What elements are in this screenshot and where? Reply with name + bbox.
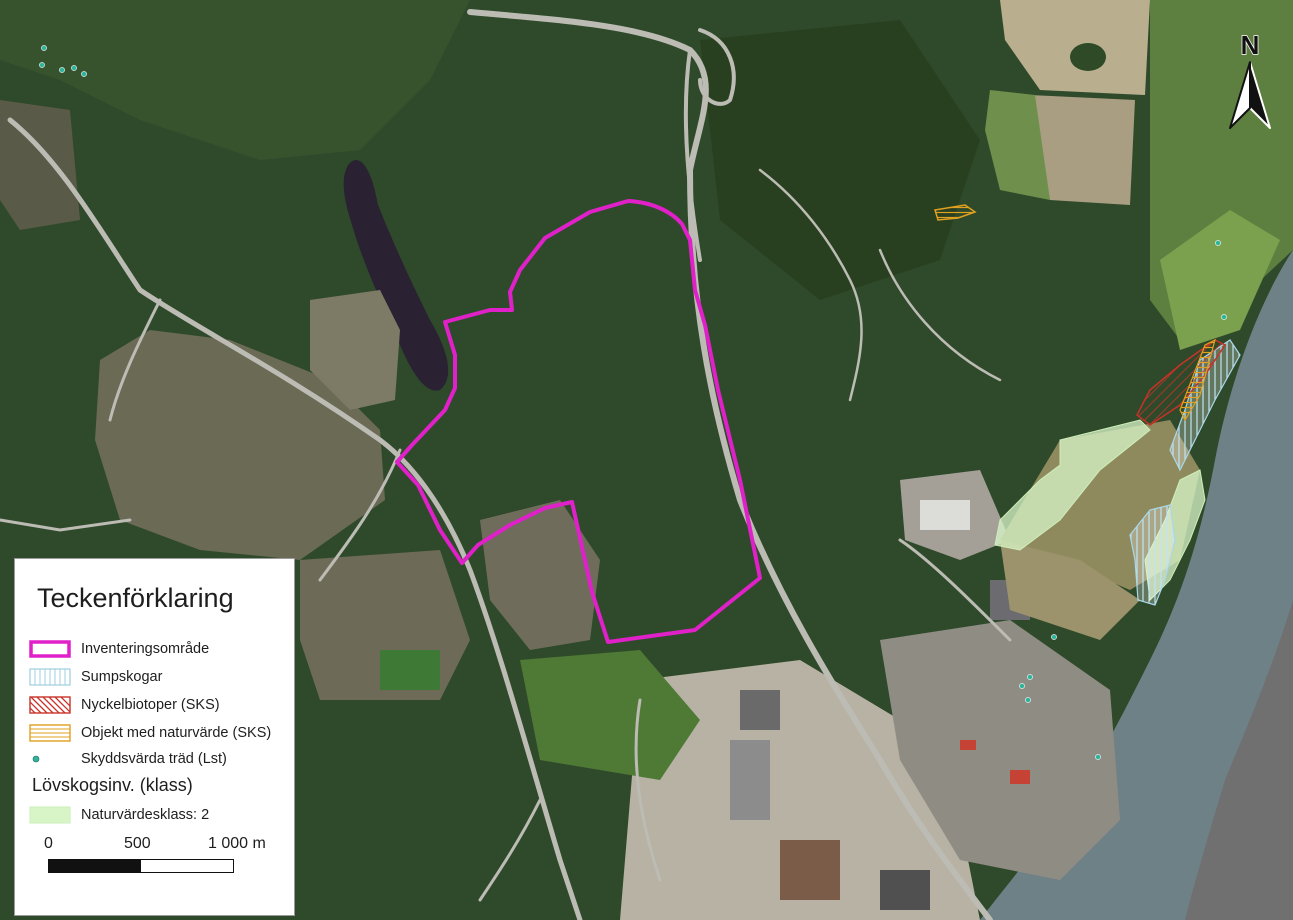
swamp-forest-area: [1129, 504, 1176, 606]
protected-tree-point: [1095, 754, 1101, 760]
residential-area: [480, 500, 600, 650]
legend-label: Sumpskogar: [81, 669, 163, 685]
natural-value-object-area: [1179, 338, 1216, 422]
protected-tree-point: [71, 65, 77, 71]
study-area-outline: [395, 199, 762, 644]
scale-label-500: 500: [124, 835, 151, 852]
scale-bar-segment-filled: [49, 860, 141, 872]
deciduous-class-2-swatch: [29, 806, 71, 824]
legend-label: Skyddsvärda träd (Lst): [81, 751, 227, 767]
field-area: [1160, 210, 1280, 350]
protected-tree-point: [59, 67, 65, 73]
scale-labels: 0 500 1 000 m: [15, 835, 296, 855]
legend-item-natural-value-object: Objekt med naturvärde (SKS): [29, 723, 271, 743]
field-area: [1000, 540, 1140, 640]
protected-tree-point: [1027, 674, 1033, 680]
protected-tree-point: [1215, 240, 1221, 246]
protected-tree-point: [39, 62, 45, 68]
legend-item-study-area: Inventeringsområde: [29, 639, 209, 659]
protected-trees: [39, 45, 1227, 760]
north-arrow-icon: [1229, 61, 1271, 129]
river: [980, 250, 1293, 920]
scale-label-0: 0: [44, 835, 53, 852]
forest-area: [0, 0, 470, 160]
river-shore: [1185, 600, 1293, 920]
legend-item-protected-trees: Skyddsvärda träd (Lst): [29, 749, 227, 769]
protected-tree-point: [1221, 314, 1227, 320]
study-area-swatch: [29, 640, 71, 658]
legend-label: Objekt med naturvärde (SKS): [81, 725, 272, 741]
north-arrow: N: [1224, 29, 1276, 132]
industrial-area: [880, 620, 1120, 880]
legend-label: Inventeringsområde: [81, 641, 210, 657]
residential-area: [0, 100, 80, 230]
industrial-area: [620, 660, 980, 920]
legend-label: Nyckelbiotoper (SKS): [81, 697, 220, 713]
field-area: [985, 90, 1050, 200]
legend-item-deciduous-class-2: Naturvärdesklass: 2: [29, 805, 209, 825]
deciduous-forest-class-2-area: [994, 419, 1151, 551]
legend-item-key-habitat: Nyckelbiotoper (SKS): [29, 695, 220, 715]
key-habitat-swatch: [29, 696, 71, 714]
legend-label: Naturvärdesklass: 2: [81, 807, 210, 823]
lake: [343, 159, 449, 391]
protected-tree-swatch: [29, 750, 71, 768]
legend-item-swamp-forest: Sumpskogar: [29, 667, 162, 687]
residential-area: [95, 330, 385, 560]
residential-area: [310, 290, 400, 410]
protected-tree-point: [1019, 683, 1025, 689]
protected-tree-point: [41, 45, 47, 51]
road-network: [0, 9, 1012, 920]
swamp-forest-area: [1169, 339, 1241, 472]
natural-value-object-area: [934, 204, 977, 221]
north-letter: N: [1240, 29, 1260, 61]
forest-area: [700, 20, 980, 300]
scale-label-1000: 1 000 m: [208, 835, 266, 852]
protected-tree-point: [81, 71, 87, 77]
natural-value-object-swatch: [29, 724, 71, 742]
legend-title: Teckenförklaring: [37, 583, 234, 613]
swamp-forest-swatch: [29, 668, 71, 686]
legend-group-title: Lövskogsinv. (klass): [32, 775, 193, 795]
protected-tree-point: [1025, 697, 1031, 703]
scale-bar: [48, 859, 234, 873]
field-area: [520, 650, 700, 780]
protected-tree-point: [1051, 634, 1057, 640]
field-area: [1030, 95, 1135, 205]
map-legend: Teckenförklaring Inventeringsområde Sump…: [14, 558, 295, 916]
